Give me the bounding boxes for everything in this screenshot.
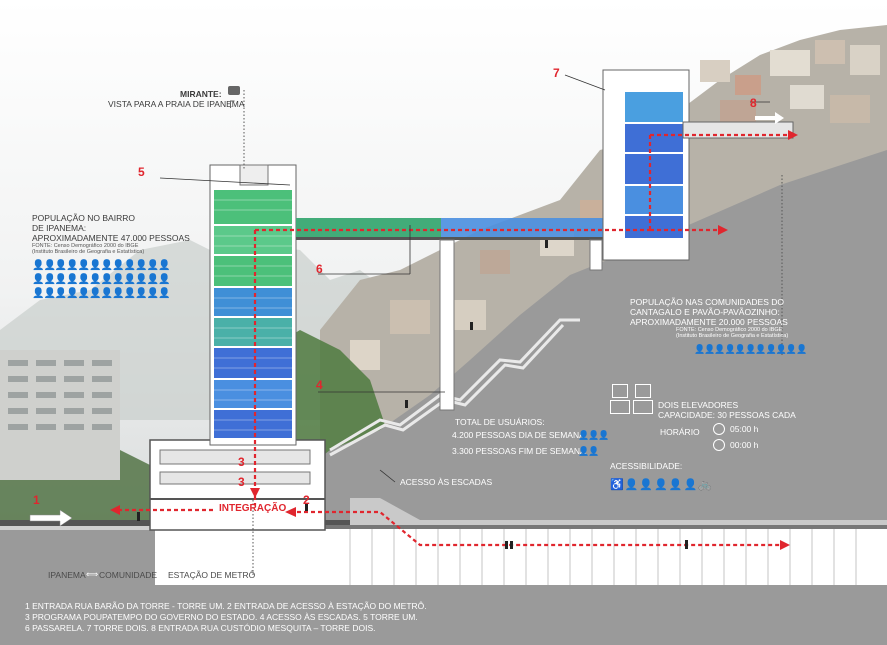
dotted-guides — [243, 90, 783, 575]
ipanema-pop-line1: POPULAÇÃO NO BAIRRO — [32, 213, 135, 223]
users-weekend: 3.300 PESSOAS FIM DE SEMANA — [452, 446, 586, 456]
flow-arrow-2: ⟺ — [155, 569, 168, 579]
elevator-icon-1 — [612, 384, 628, 398]
ipanema-pop-source2: (Instituto Brasileiro de Geografia e Est… — [32, 249, 145, 255]
tower-two-glass — [625, 92, 683, 238]
tunnel-ceiling — [155, 525, 887, 529]
entry-arrow-8 — [755, 112, 784, 124]
accessibility-label: ACESSIBILIDADE: — [610, 461, 683, 471]
entry-arrow-1 — [29, 509, 73, 527]
footbridge-pillar-2 — [589, 239, 603, 271]
flow-metro: ESTAÇÃO DE METRÔ — [168, 570, 256, 580]
community-pop-line1: POPULAÇÃO NAS COMUNIDADES DO — [630, 297, 784, 307]
people-silhouettes — [137, 240, 688, 549]
ipanema-people-icons-2: 👤👤👤👤👤👤👤👤👤👤👤👤 — [32, 274, 170, 285]
elevators-capacity: CAPACIDADE: 30 PESSOAS CADA — [658, 410, 796, 420]
ipanema-people-icons-3: 👤👤👤👤👤👤👤👤👤👤👤👤 — [32, 288, 170, 299]
favela-houses — [350, 40, 880, 370]
accessibility-icons: ♿👤👤👤👤👤🚲 — [610, 479, 713, 491]
footbridge-green — [296, 218, 441, 238]
ipanema-pop-line3: APROXIMADAMENTE 47.000 PESSOAS — [32, 233, 190, 243]
base-floor-line — [150, 498, 325, 500]
marker-8: 8 — [750, 96, 757, 110]
ipanema-pop-line2: DE IPANEMA: — [32, 223, 87, 233]
users-weekday-icons: 👤👤👤 — [578, 430, 610, 440]
flow-paths — [118, 133, 790, 547]
elevator-car-icon-2 — [633, 400, 653, 414]
schedule-label: HORÁRIO — [660, 427, 700, 437]
footbridge-deck — [296, 237, 616, 240]
schedule-close: 00:00 h — [730, 440, 759, 450]
marker-7: 7 — [553, 66, 560, 80]
marker-3a: 3 — [238, 455, 245, 469]
users-title: TOTAL DE USUÁRIOS: — [455, 417, 545, 427]
legend-line1: 1 ENTRADA RUA BARÃO DA TORRE - TORRE UM.… — [25, 601, 427, 611]
legend-line2: 3 PROGRAMA POUPATEMPO DO GOVERNO DO ESTA… — [25, 612, 418, 622]
legend-line3: 6 PASSARELA. 7 TORRE DOIS. 8 ENTRADA RUA… — [25, 623, 376, 633]
clock-icon-close — [713, 439, 725, 451]
base-floors — [159, 449, 311, 485]
camera-icon — [228, 86, 240, 95]
tunnel-columns — [349, 529, 857, 585]
community-people-icons: 👤👤👤👤👤👤👤👤👤👤👤 — [694, 344, 807, 354]
marker-4: 4 — [316, 378, 323, 392]
apartment-building — [0, 350, 120, 480]
clock-icon-open — [713, 423, 725, 435]
mirante-subtitle: VISTA PARA A PRAIA DE IPANEMA — [108, 99, 245, 109]
schedule-open: 05:00 h — [730, 424, 759, 434]
marker-2: 2 — [303, 493, 310, 507]
flow-arrow-1: ⟺ — [86, 569, 99, 579]
footbridge-pillar — [439, 239, 455, 411]
marker-3b: 3 — [238, 475, 245, 489]
tunnel-ramp — [350, 498, 887, 530]
marker-6: 6 — [316, 262, 323, 276]
integration-label: INTEGRAÇÃO — [219, 503, 287, 514]
apartment-windows — [8, 360, 112, 430]
ipanema-people-icons-1: 👤👤👤👤👤👤👤👤👤👤👤👤 — [32, 260, 170, 271]
leader-lines — [159, 74, 770, 483]
tower-one-top — [239, 164, 269, 186]
elevator-icon-2 — [635, 384, 651, 398]
flow-arrowheads — [110, 130, 798, 550]
marker-1: 1 — [33, 493, 40, 507]
community-pop-source1: FONTE: Censo Demográfico 2000 do IBGE — [676, 327, 783, 333]
users-weekday: 4.200 PESSOAS DIA DE SEMANA — [452, 430, 585, 440]
tower-one-mullions — [214, 199, 292, 431]
tower-one-glass — [214, 190, 292, 438]
users-weekend-icons: 👤👤 — [578, 446, 599, 456]
elevator-car-icon-1 — [610, 400, 630, 414]
hill-section — [305, 150, 887, 530]
community-pop-source2: (Instituto Brasileiro de Geografia e Est… — [676, 333, 789, 339]
mirante-title: MIRANTE: — [180, 89, 222, 99]
community-pop-line2: CANTAGALO E PAVÃO-PAVÃOZINHO: — [630, 307, 780, 317]
flow-comunidade: COMUNIDADE — [99, 570, 158, 580]
elevators-title: DOIS ELEVADORES — [658, 400, 739, 410]
marker-5: 5 — [138, 165, 145, 179]
ipanema-pop-source1: FONTE: Censo Demográfico 2000 do IBGE — [32, 243, 139, 249]
binocular-icon: ᒥ — [229, 100, 235, 111]
metro-tunnel — [155, 525, 887, 585]
stairs — [329, 318, 580, 457]
community-pop-line3: APROXIMADAMENTE 20.000 PESSOAS — [630, 317, 788, 327]
flow-ipanema: IPANEMA — [48, 570, 86, 580]
stairs-access-label: ACESSO ÀS ESCADAS — [400, 477, 493, 487]
